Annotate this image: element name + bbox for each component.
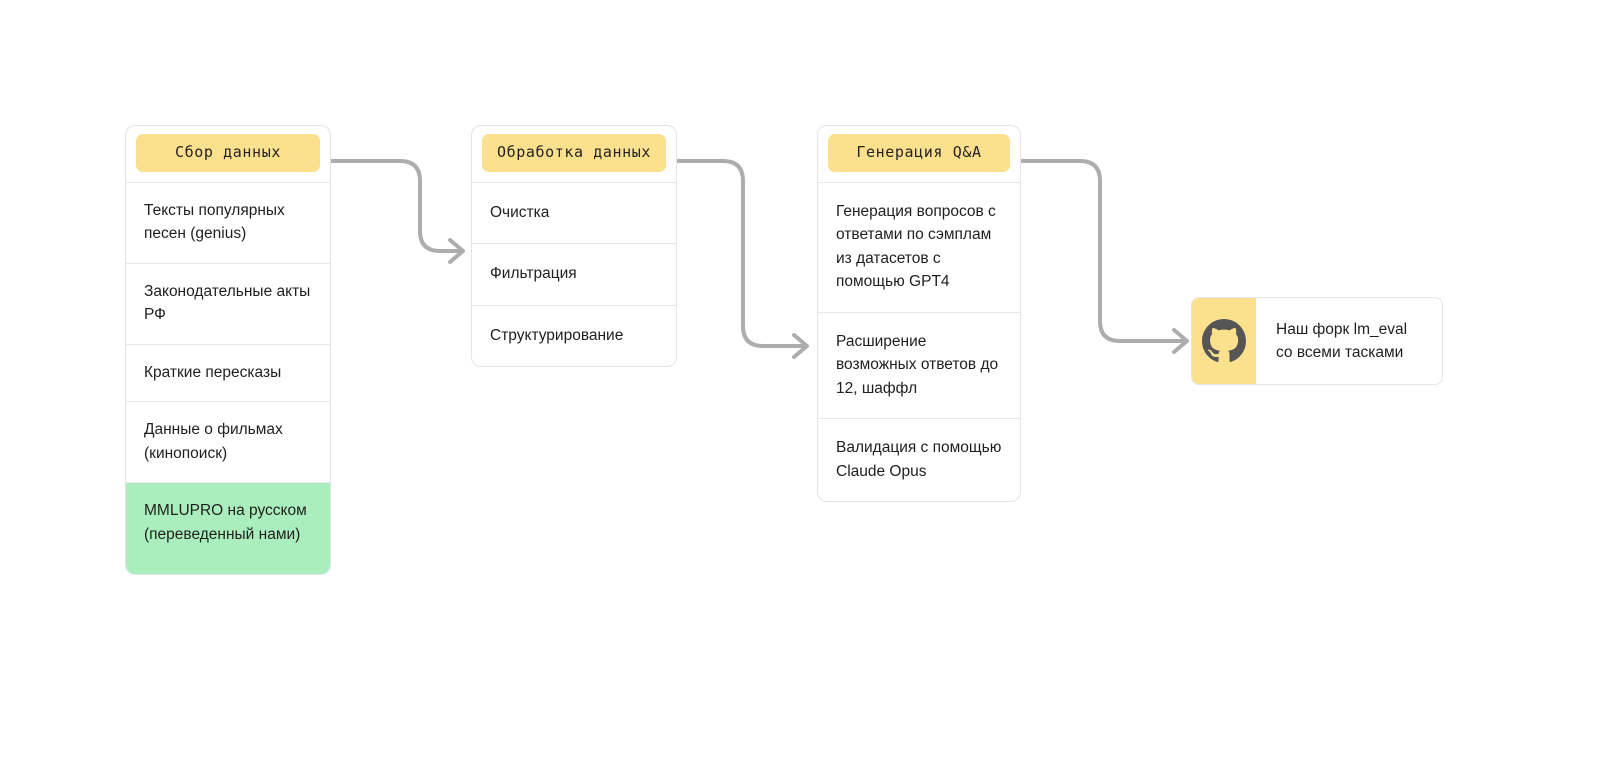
list-item[interactable]: Валидация с помощью Claude Opus [818,418,1020,501]
output-node-label: Наш форк lm_eval со всеми тасками [1276,320,1408,361]
list-item[interactable]: Фильтрация [472,243,676,305]
stage-items-1: Тексты популярных песен (genius) Законод… [126,181,330,575]
list-item[interactable]: Структурирование [472,304,676,367]
stage-header-label-2: Обработка данных [482,134,666,172]
list-item[interactable]: Генерация вопросов с ответами по сэмплам… [818,181,1020,312]
stage-card-1[interactable]: Сбор данных Тексты популярных песен (gen… [125,125,331,576]
stage-header-3: Генерация Q&A [818,126,1020,181]
stage-card-3[interactable]: Генерация Q&A Генерация вопросов с ответ… [817,125,1021,503]
arrowhead-stage2-stage3 [792,333,809,359]
stage-items-3: Генерация вопросов с ответами по сэмплам… [818,181,1020,502]
arrowhead-stage1-stage2 [448,238,465,264]
connector-stage2-stage3 [675,159,808,348]
stage-header-1: Сбор данных [126,126,330,181]
output-node-card[interactable]: Наш форк lm_eval со всеми тасками [1191,297,1443,385]
list-item[interactable]: Расширение возможных ответов до 12, шафф… [818,311,1020,419]
connector-stage3-output [1019,159,1188,343]
list-item[interactable]: Тексты популярных песен (genius) [126,181,330,263]
stage-header-label-1: Сбор данных [136,134,320,172]
list-item-highlighted[interactable]: MMLUPRO на русском (переведенный нами) [126,482,330,575]
github-icon-container [1192,298,1256,384]
stage-items-2: Очистка Фильтрация Структурирование [472,181,676,367]
list-item[interactable]: Данные о фильмах (кинопоиск) [126,401,330,482]
stage-card-2[interactable]: Обработка данных Очистка Фильтрация Стру… [471,125,677,368]
github-icon [1202,319,1246,363]
stage-header-label-3: Генерация Q&A [828,134,1010,172]
arrowhead-stage3-output [1172,328,1189,354]
stage-header-2: Обработка данных [472,126,676,181]
list-item[interactable]: Краткие пересказы [126,343,330,402]
connector-stage1-stage2 [329,159,464,253]
list-item[interactable]: Законодательные акты РФ [126,262,330,344]
list-item[interactable]: Очистка [472,181,676,244]
